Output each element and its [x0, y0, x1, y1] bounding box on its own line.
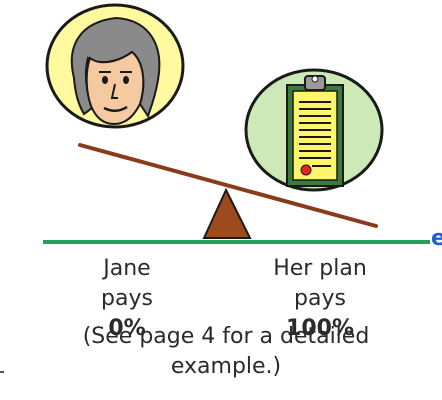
left-party-percent: 0%: [108, 316, 146, 341]
note-line-1: (See page 4 for a detailed: [82, 324, 370, 349]
right-party-percent: 100%: [286, 316, 354, 341]
seesaw-plank: [78, 143, 378, 228]
seesaw-fulcrum: [202, 187, 252, 239]
right-party-pays: pays: [294, 286, 346, 311]
right-party-name: Her plan: [273, 256, 367, 281]
left-party-name: Jane: [103, 256, 151, 281]
edge-fragment-text: e: [431, 226, 442, 251]
note-line-2: example.): [170, 354, 282, 379]
left-party-pays: pays: [101, 286, 153, 311]
clipboard-document-icon: [244, 68, 384, 192]
woman-face-icon: [45, 3, 185, 129]
